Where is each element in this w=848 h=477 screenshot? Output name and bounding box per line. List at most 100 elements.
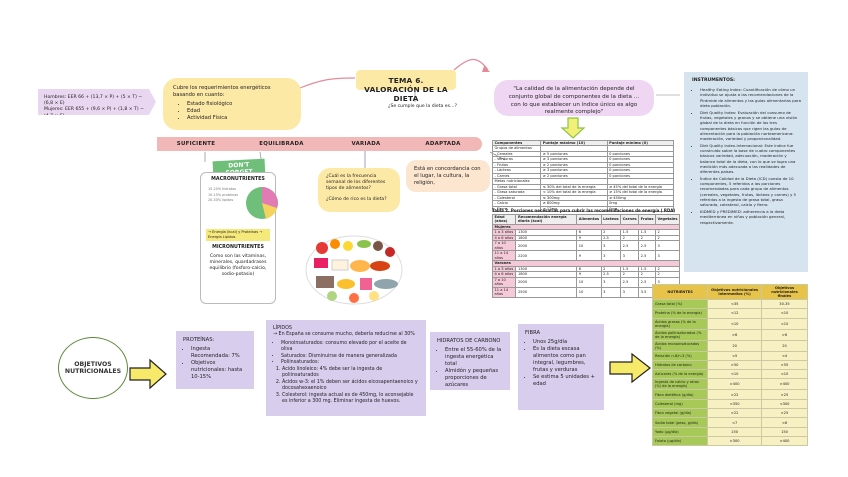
fiber-list: Unos 25g/día Es la dieta escasa alimento… xyxy=(525,339,597,388)
macro-chart-label: 20-30% lípidos xyxy=(208,197,234,202)
cell: 3 xyxy=(620,286,640,298)
cell: Ácidos poliinsaturados (% de la energía) xyxy=(651,328,709,341)
table-row: Azúcares (% de la energía)<10<10 xyxy=(651,369,808,380)
eer-formulas: Hombres: EER 66 + (13,7 × P) + (5 × T) −… xyxy=(38,89,156,115)
cell: <10 xyxy=(707,369,763,380)
nutrients-table-grid: NUTRIENTES Objetivos nutricionales inter… xyxy=(651,284,808,447)
cell: 2500 xyxy=(515,286,578,298)
cell: Yodo (µg/día) xyxy=(651,426,709,437)
cell: 2200 xyxy=(515,250,578,262)
table-row: Fibra vegetal (g/día)>22>25 xyxy=(651,408,808,419)
cell: <10 xyxy=(761,308,808,319)
lipid-item: Poliinsaturados: xyxy=(281,360,419,366)
quality-pill-suficiente: SUFICIENTE xyxy=(157,137,235,151)
cell: <12 xyxy=(707,308,763,319)
cell: 2.5 xyxy=(620,276,640,288)
macro-chart-label: 10-15% proteínas xyxy=(208,192,239,197)
cell: 1 a 3 años xyxy=(491,265,517,273)
micro-text: Como son las vitaminas, minerales, quard… xyxy=(209,253,267,278)
macro-note: → Energía (kcal) y Proteínas → Energía L… xyxy=(206,229,270,242)
quality-pill-variada: VARIADA xyxy=(328,137,404,151)
frequency-question-1: ¿Cuál es la frecuencia semanal de los di… xyxy=(326,174,386,192)
table-row: - Grasa saturada< 10% del total de la en… xyxy=(491,189,675,196)
instrument-item: KIDMED y PREDIMED: adherencia a la dieta… xyxy=(700,209,802,225)
cell: Azúcares (% de la energía) xyxy=(651,369,709,380)
portions-header: Alimentos xyxy=(576,214,602,225)
cell: Sodio total (peso, g/día) xyxy=(651,417,709,428)
instrument-item: Diet Quality Index: Evaluación del consu… xyxy=(700,110,802,142)
table-row: Fibra dietética (g/día)>22>25 xyxy=(651,389,808,400)
cell: Relación n-6/n-3 (%) xyxy=(651,350,709,361)
cell: >400 xyxy=(761,435,808,447)
cell: 3 xyxy=(600,240,622,252)
objectives-oval: OBJETIVOS NUTRICIONALES xyxy=(58,337,128,399)
carbs-list: Entre el 55-60% de la ingesta energética… xyxy=(437,347,503,389)
fiber-title: FIBRA xyxy=(525,330,541,336)
carbs-box: HIDRATOS DE CARBONO Entre el 55-60% de l… xyxy=(430,332,510,390)
cell: <6 xyxy=(761,417,808,428)
cell: 11 a 14 años xyxy=(491,286,517,298)
micro-title: MICRONUTRIENTES xyxy=(212,245,264,251)
lipids-list: Monoinsaturados: consumo elevado por el … xyxy=(273,341,419,367)
protein-item: Ingesta Recomendada: 7% xyxy=(191,346,247,360)
food-icon xyxy=(305,235,403,305)
cell: 2 xyxy=(620,271,640,278)
scoring-table: Componentes Puntaje máximo (10) Puntaje … xyxy=(491,139,675,213)
portions-header: Edad (años) xyxy=(491,214,517,225)
cell: 3 xyxy=(600,276,622,288)
macro-chart-label: 15-20% hidratos xyxy=(208,187,237,192)
portions-header: Frutas xyxy=(638,214,656,225)
cell: 9 xyxy=(576,234,602,242)
cell: Proteína (% de la energía) xyxy=(651,308,709,319)
cell: Folato (µg/día) xyxy=(651,435,709,447)
table-row: Ácidos grasos (% de la energía)<10<10 xyxy=(651,317,808,330)
energy-heading: Cubre los requerimientos energéticos bas… xyxy=(173,85,271,99)
scoring-header: Puntaje mínimo (0) xyxy=(606,139,675,147)
cell: 3 xyxy=(600,286,622,298)
table-row: Ingesta de calcio y otros (%/ de la ener… xyxy=(651,378,808,391)
quality-quote: "La calidad de la alimentación depende d… xyxy=(494,80,654,116)
table-row: - Grasa total≤ 30% del total de la energ… xyxy=(491,183,675,191)
cell: 2.5 xyxy=(638,240,656,252)
cell: 20 xyxy=(761,339,808,352)
cell: 0mg xyxy=(606,205,675,213)
cell: Ingesta de calcio y otros (%/ de la ener… xyxy=(651,378,709,391)
energy-item: Estado fisiológico xyxy=(187,101,291,108)
frequency-box: ¿Cuál es la frecuencia semanal de los di… xyxy=(318,168,400,212)
cell: 2 xyxy=(655,271,680,278)
energy-item: Actividad Física xyxy=(187,115,291,122)
macro-title: MACRONUTRIENTES xyxy=(211,177,265,182)
cell: 1 a 3 años xyxy=(491,229,517,236)
instrument-item: Índice de Calidad de la Dieta (ICD) cons… xyxy=(700,176,802,208)
nutrients-header: NUTRIENTES xyxy=(651,284,709,300)
fiber-item: Es la dieta escasa alimentos como pan in… xyxy=(533,346,597,374)
instruments-list: Healthy Eating Index: Cuantificación de … xyxy=(692,87,802,225)
cell: 150 xyxy=(707,426,763,437)
cell: >6 xyxy=(761,328,808,341)
cell: Ácidos monoinsaturados (%) xyxy=(651,339,709,352)
cell: 3 xyxy=(620,250,640,262)
cell: Grasa total (%) xyxy=(651,298,709,310)
scoring-table-grid: Componentes Puntaje máximo (10) Puntaje … xyxy=(491,139,675,213)
table-row: Ácidos poliinsaturados (% de la energía)… xyxy=(651,328,808,341)
cell: ≥ 15% del total de la energía xyxy=(606,189,675,196)
frequency-question-2: ¿Cómo de rico es la dieta? xyxy=(326,196,387,202)
lipids-box: LÍPIDOS → En España se consume mucho, de… xyxy=(266,320,426,416)
page-title: TEMA 6. VALORACIÓN DE LA DIETA xyxy=(356,70,456,103)
cell: 2 xyxy=(655,234,680,242)
macro-chart-labels: 15-20% hidratos 10-15% proteínas 20-30% … xyxy=(208,187,238,202)
cell: 2.5 xyxy=(638,250,656,262)
quality-pill-equilibrada: EQUILIBRADA xyxy=(235,137,328,151)
cell: Colesterol (mg) xyxy=(651,398,709,410)
cell: >6 xyxy=(707,328,763,341)
lipid-subitem: Colesterol: ingesta actual es de 450mg, … xyxy=(282,393,419,406)
portions-header: Vegetales xyxy=(655,214,680,225)
instruments-heading: INSTRUMENTOS: xyxy=(692,78,736,83)
lipid-item: Saturados: Disminuirse de manera general… xyxy=(281,354,419,360)
